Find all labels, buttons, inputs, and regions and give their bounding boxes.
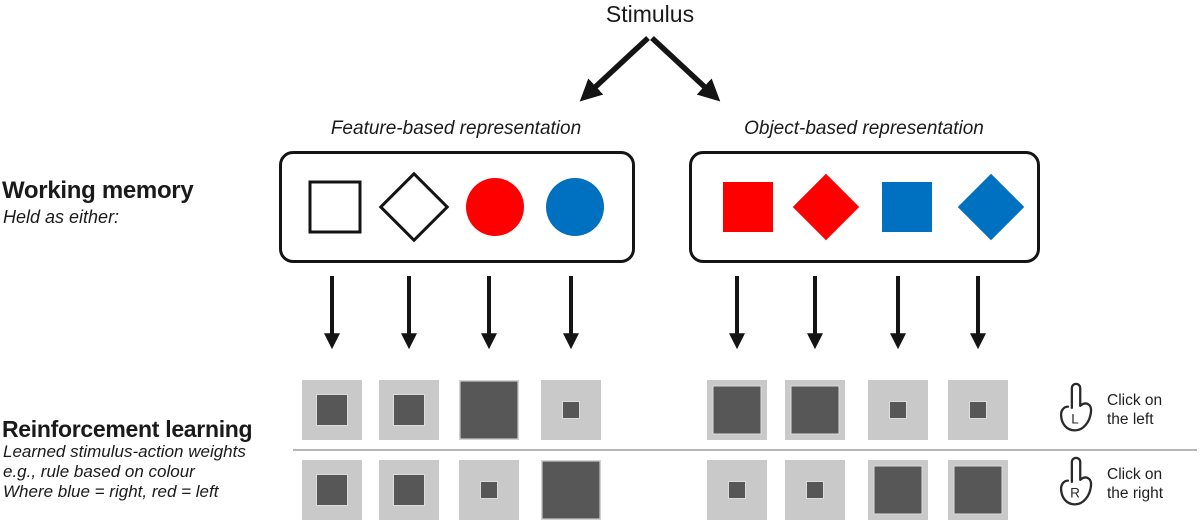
working-memory-subheading: Held as either: [3, 207, 120, 227]
hand-letter-L: L [1071, 412, 1079, 427]
weight-tile [302, 380, 362, 440]
weight-tile [868, 460, 928, 520]
weight-value-xlarge [460, 381, 518, 439]
shape-blue-square [882, 182, 932, 232]
weight-value-small [807, 482, 823, 498]
weight-tile [302, 460, 362, 520]
weight-tile [707, 380, 767, 440]
weight-value-medium [317, 475, 347, 505]
response-left-row: L Click on the left [1052, 378, 1198, 442]
weight-tile [459, 380, 519, 440]
rl-note-line: Where blue = right, red = left [3, 482, 219, 501]
weight-tile [785, 380, 845, 440]
weight-value-small [970, 402, 986, 418]
weight-value-small [890, 402, 906, 418]
weight-tile [541, 460, 601, 520]
shape-outlined-square [308, 180, 362, 234]
hand-letter-R: R [1070, 486, 1080, 501]
branch-arrow-left [579, 35, 650, 102]
pointing-hand-R-icon: R [1059, 456, 1093, 506]
feature-representation-title: Feature-based representation [330, 118, 582, 139]
reinforcement-learning-heading: Reinforcement learning [2, 416, 253, 442]
shape-blue-circle [546, 178, 604, 236]
feature-representation-box [279, 151, 635, 263]
response-label-line: Click on [1107, 466, 1163, 483]
weight-value-medium [394, 395, 424, 425]
weight-value-large [954, 466, 1002, 514]
weight-tile [948, 380, 1008, 440]
shape-red-square [723, 182, 773, 232]
response-right-row: R Click on the right [1052, 452, 1198, 516]
working-memory-heading: Working memory [2, 177, 194, 204]
weight-tile [948, 460, 1008, 520]
weight-tile [379, 380, 439, 440]
weight-value-small [481, 482, 497, 498]
response-right-label: Click on the right [1107, 465, 1163, 503]
object-representation-title: Object-based representation [744, 118, 984, 139]
shape-red-circle [466, 178, 524, 236]
weight-value-medium [317, 395, 347, 425]
weight-value-xlarge [542, 461, 600, 519]
weight-value-large [791, 386, 839, 434]
rl-note-line: e.g., rule based on colour [3, 462, 195, 481]
weight-value-small [563, 402, 579, 418]
reinforcement-learning-notes: Learned stimulus-action weights e.g., ru… [3, 442, 246, 502]
object-representation-box [689, 151, 1040, 263]
pointing-hand-L-icon: L [1059, 382, 1093, 432]
stimulus-label: Stimulus [605, 1, 695, 27]
weight-value-large [713, 386, 761, 434]
weight-value-large [874, 466, 922, 514]
weight-tile [459, 460, 519, 520]
response-label-line: the right [1107, 485, 1164, 502]
response-label-line: the left [1107, 411, 1154, 428]
weight-tile [868, 380, 928, 440]
weight-value-small [729, 482, 745, 498]
action-row-divider [293, 449, 1197, 451]
weight-tile [541, 380, 601, 440]
weight-tile [379, 460, 439, 520]
shape-red-diamond [792, 173, 860, 241]
shape-outlined-diamond [378, 171, 450, 243]
weight-value-medium [394, 475, 424, 505]
response-left-label: Click on the left [1107, 391, 1162, 429]
weight-tile [707, 460, 767, 520]
response-label-line: Click on [1107, 392, 1163, 409]
shape-blue-diamond [957, 173, 1025, 241]
rl-note-line: Learned stimulus-action weights [3, 442, 246, 461]
weight-tile [785, 460, 845, 520]
branch-arrow-right [650, 35, 721, 102]
